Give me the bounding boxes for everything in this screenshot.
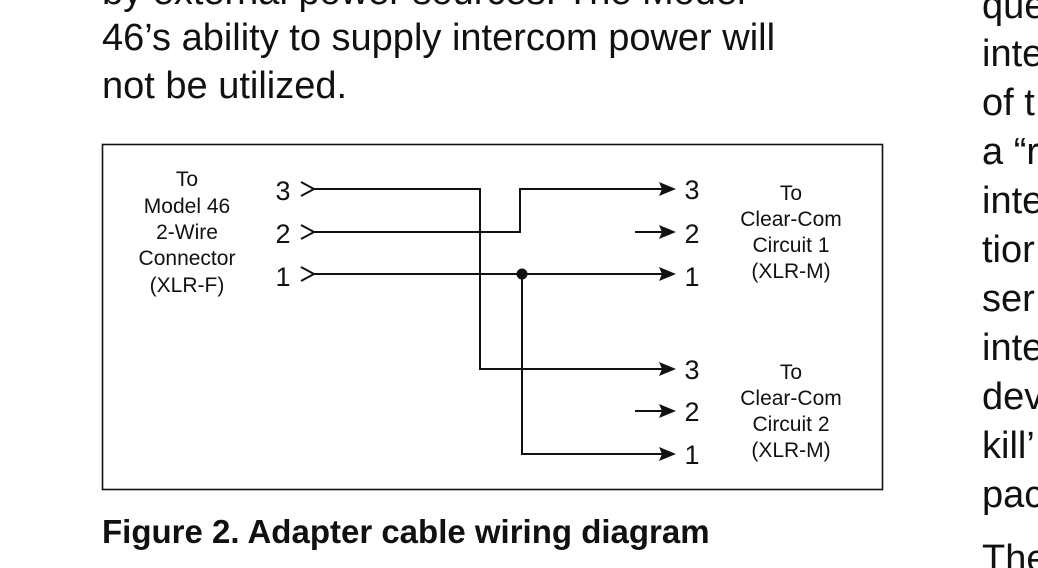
right-column-line: ser [982, 278, 1035, 320]
circuit2-pin-3: 3 [684, 355, 699, 385]
figure-caption: Figure 2. Adapter cable wiring diagram [102, 513, 710, 550]
circuit1-pin1-arrow [659, 267, 676, 281]
circuit1-label-line: Circuit 1 [752, 234, 829, 257]
source-pin-1-chevron [300, 266, 317, 282]
right-column-line: of t [982, 82, 1035, 124]
right-column-line: kill’ [982, 425, 1035, 467]
body-text-line-partial: by external power sources. The Model [102, 0, 746, 16]
circuit2-pin-2: 2 [684, 397, 699, 427]
circuit2-label-line: (XLR-M) [751, 439, 830, 462]
source-pin-2-chevron [300, 224, 317, 240]
circuit2-label-line: Circuit 2 [752, 413, 829, 436]
wire-pin3-to-circuit2-pin3 [314, 188, 668, 370]
circuit1-pin-3: 3 [684, 175, 699, 205]
circuit2-label-line: To [780, 361, 802, 384]
source-label-line: Connector [139, 247, 236, 270]
source-pin-3: 3 [275, 176, 290, 206]
source-pin-3-chevron [300, 181, 317, 197]
right-column-line: The [982, 538, 1038, 568]
circuit2-pin-1: 1 [684, 440, 699, 470]
circuit1-label: To Clear-Com Circuit 1 (XLR-M) [740, 182, 842, 283]
right-column-line: que [982, 0, 1038, 27]
circuit1-pin-1: 1 [684, 262, 699, 292]
body-text-line-2: not be utilized. [102, 65, 348, 107]
right-column-line: pac [982, 474, 1038, 516]
circuit2-pin2-arrow [659, 404, 676, 418]
junction-dot [516, 268, 528, 280]
circuit1-label-line: Clear-Com [740, 208, 842, 231]
source-connector-label: To Model 46 2-Wire Connector (XLR-F) [139, 168, 236, 297]
circuit2-label-line: Clear-Com [740, 387, 842, 410]
wire-pin2-to-circuit1-pin3 [314, 188, 668, 233]
circuit1-label-line: To [780, 182, 802, 205]
circuit1-pin2-arrow [659, 225, 676, 239]
circuit2-pin1-arrow [659, 447, 676, 461]
circuit1-pin-2: 2 [684, 219, 699, 249]
circuit1-pin3-arrow [659, 182, 676, 196]
source-pin-1: 1 [275, 262, 290, 292]
source-label-line: (XLR-F) [150, 274, 225, 297]
wire-pin1-to-circuit2-pin1 [521, 274, 668, 455]
source-label-line: Model 46 [144, 195, 230, 218]
right-column-line: inte [982, 33, 1038, 75]
right-column-line: inte [982, 180, 1038, 222]
right-column-line: inte [982, 327, 1038, 369]
right-column-line: a “r [982, 131, 1038, 173]
source-label-line: To [176, 168, 198, 191]
circuit2-pin3-arrow [659, 362, 676, 376]
source-label-line: 2-Wire [156, 221, 218, 244]
right-column: que inte of t a “r inte tior ser inte de… [982, 0, 1038, 568]
circuit2-label: To Clear-Com Circuit 2 (XLR-M) [740, 361, 842, 462]
source-pin-2: 2 [275, 219, 290, 249]
body-text-line-1: 46’s ability to supply intercom power wi… [102, 17, 776, 59]
right-column-line: dev [982, 376, 1038, 418]
circuit1-label-line: (XLR-M) [751, 260, 830, 283]
diagram-frame [101, 143, 884, 491]
right-column-line: tior [982, 229, 1035, 271]
